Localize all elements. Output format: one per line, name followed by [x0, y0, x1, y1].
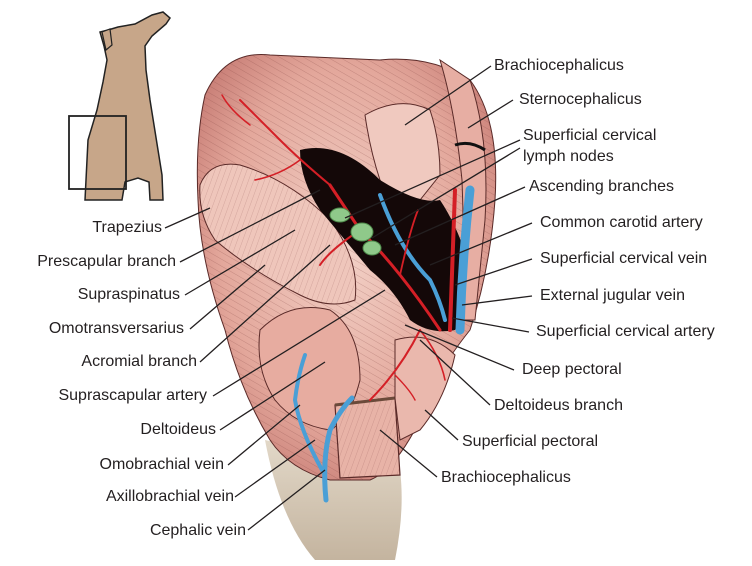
- external-jugular-vein-shape: [455, 185, 475, 335]
- superficial-cervical-vein-shape: [378, 193, 447, 322]
- cephalic-vein-shape: [322, 395, 355, 503]
- label-external-jugular-vein: External jugular vein: [540, 287, 685, 304]
- ascending-branch-shape: [399, 209, 419, 276]
- region-box: [68, 115, 127, 190]
- label-superficial-cervical-artery: Superficial cervical artery: [536, 323, 715, 340]
- label-cephalic-vein: Cephalic vein: [149, 522, 246, 539]
- label-acromial-branch: Acromial branch: [81, 353, 197, 370]
- label-sternocephalicus: Sternocephalicus: [519, 91, 642, 108]
- label-suprascapular-artery: Suprascapular artery: [58, 387, 207, 404]
- label-common-carotid-artery: Common carotid artery: [540, 214, 703, 231]
- muscle-mass: [196, 54, 497, 481]
- leader-lines: [164, 65, 533, 531]
- veins: [292, 185, 475, 503]
- label-deltoideus: Deltoideus: [140, 421, 216, 438]
- label-deltoideus-branch: Deltoideus branch: [494, 397, 623, 414]
- deltoideus-branch-shape: [369, 329, 421, 401]
- common-carotid-artery-shape: [448, 188, 457, 332]
- label-omobrachial-vein: Omobrachial vein: [99, 456, 225, 473]
- label-brachiocephalicus-bottom: Brachiocephalicus: [441, 469, 571, 486]
- retractor-clip: [454, 141, 486, 152]
- arteries: [221, 94, 457, 401]
- prescapular-branch-shape: [239, 99, 331, 186]
- label-deep-pectoral: Deep pectoral: [522, 361, 622, 378]
- label-trapezius: Trapezius: [92, 219, 162, 236]
- omobrachial-vein-shape: [292, 353, 324, 472]
- label-axillobrachial-vein: Axillobrachial vein: [105, 488, 234, 505]
- inset-dog: [68, 11, 171, 201]
- lymph-nodes: [329, 207, 382, 256]
- label-superficial-pectoral: Superficial pectoral: [462, 433, 599, 450]
- label-superficial-cervical-vein: Superficial cervical vein: [540, 250, 708, 267]
- label-superficial-cervical-lymph-nodes-line2: lymph nodes: [523, 148, 614, 165]
- label-superficial-cervical-lymph-nodes: Superficial cervical: [523, 127, 657, 144]
- superficial-cervical-artery-shape: [328, 183, 442, 332]
- label-ascending-branches: Ascending branches: [529, 178, 674, 195]
- dog-silhouette: [84, 11, 171, 201]
- label-brachiocephalicus-top: Brachiocephalicus: [494, 57, 624, 74]
- dog-ear: [101, 28, 113, 52]
- label-prescapular-branch: Prescapular branch: [37, 253, 176, 270]
- label-supraspinatus: Supraspinatus: [77, 286, 180, 303]
- label-omotransversarius: Omotransversarius: [48, 320, 184, 337]
